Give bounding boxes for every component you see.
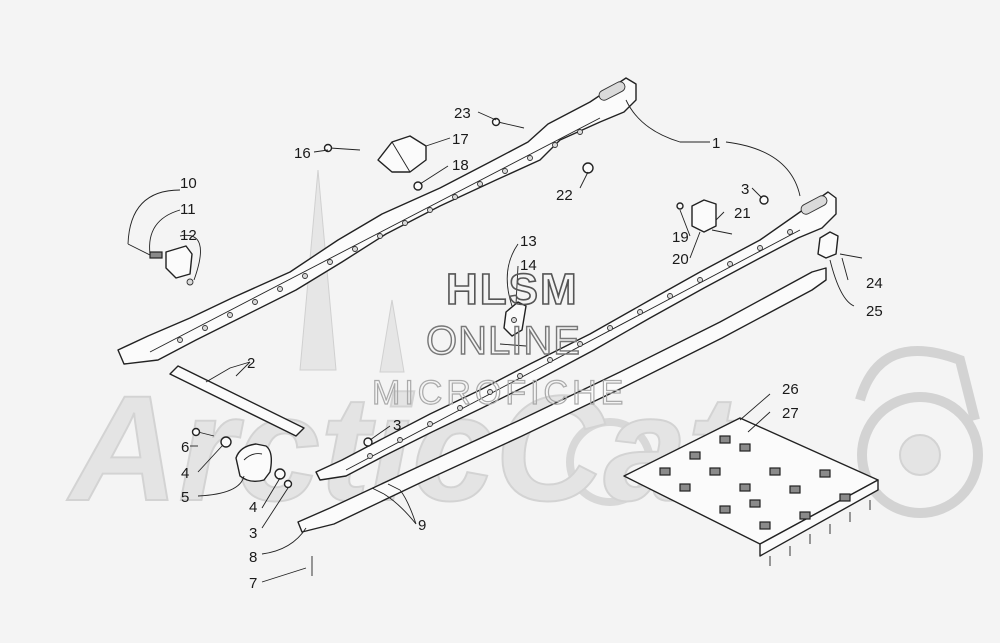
rail-upper <box>117 77 637 365</box>
callout-2: 2 <box>247 355 255 372</box>
cross-shaft <box>169 365 305 437</box>
leader-lines <box>127 99 855 583</box>
callout-4: 4 <box>181 465 189 482</box>
callout-3: 3 <box>249 525 257 542</box>
small-assembly-10-12 <box>127 243 194 286</box>
callout-11: 11 <box>180 201 196 218</box>
callout-27: 27 <box>782 405 799 422</box>
callout-20: 20 <box>672 251 689 268</box>
watermark-line2: ONLINE <box>426 319 581 363</box>
callout-12: 12 <box>180 227 197 244</box>
callout-25: 25 <box>866 303 883 320</box>
callout-9: 9 <box>418 517 426 534</box>
callout-19: 19 <box>672 229 689 246</box>
wear-strip <box>297 267 827 533</box>
front-bumper <box>235 443 273 483</box>
callout-8: 8 <box>249 549 257 566</box>
watermark-line3: MICROFICHE <box>372 374 627 412</box>
callout-21: 21 <box>734 205 751 222</box>
rail-lower <box>315 191 837 481</box>
callout-10: 10 <box>180 175 197 192</box>
callout-3: 3 <box>741 181 749 198</box>
callout-14: 14 <box>520 257 537 274</box>
callout-labels: 1 2 3 3 3 4 4 5 6 7 8 9 10 11 12 13 14 1… <box>180 105 883 592</box>
watermark-line1: HLSM <box>446 265 579 314</box>
block-20 <box>691 199 717 233</box>
callout-26: 26 <box>782 381 799 398</box>
callout-22: 22 <box>556 187 573 204</box>
brand-watermark-text: ArcticCat <box>66 364 743 532</box>
callout-23: 23 <box>454 105 471 122</box>
callout-1: 1 <box>712 135 720 152</box>
callout-3: 3 <box>393 417 401 434</box>
callout-4: 4 <box>249 499 257 516</box>
link-plate-13-14 <box>499 301 527 347</box>
callout-13: 13 <box>520 233 537 250</box>
brand-watermark: ArcticCat <box>65 169 983 533</box>
callout-6: 6 <box>181 439 189 456</box>
bracket-25 <box>817 231 839 259</box>
block-17 <box>377 135 427 173</box>
callout-17: 17 <box>452 131 469 148</box>
callout-7: 7 <box>249 575 257 592</box>
callout-5: 5 <box>181 489 189 506</box>
callout-16: 16 <box>294 145 311 162</box>
callout-18: 18 <box>452 157 469 174</box>
callout-24: 24 <box>866 275 883 292</box>
track-section <box>623 417 879 566</box>
hlsm-watermark: HLSM ONLINE MICROFICHE <box>371 264 627 412</box>
